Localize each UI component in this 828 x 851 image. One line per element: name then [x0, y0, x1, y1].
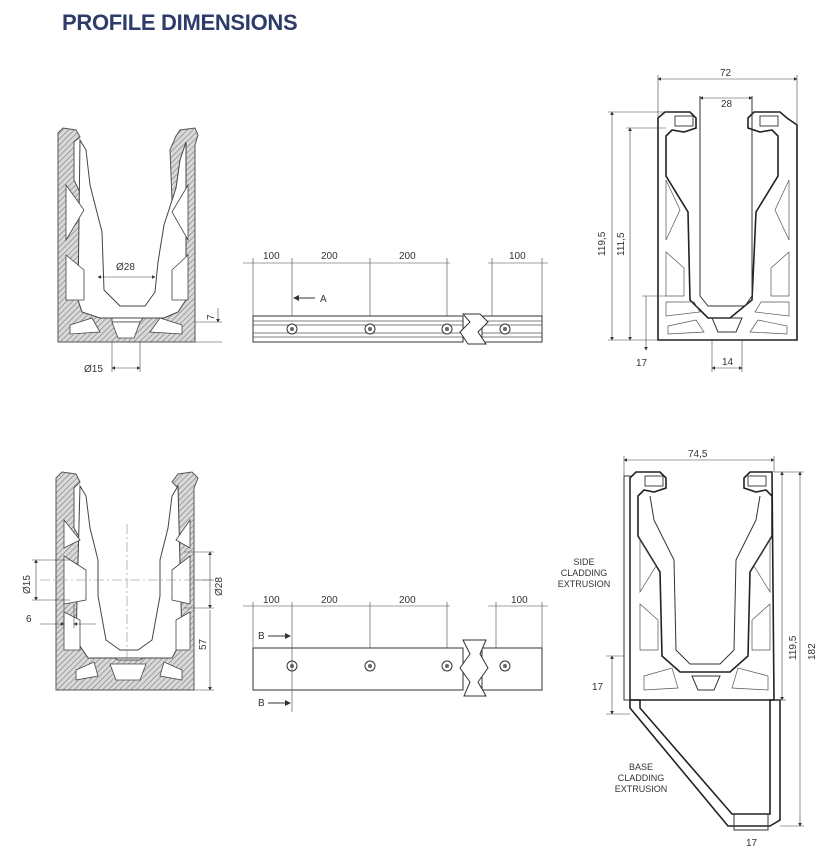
top-cross-h119: 119,5	[597, 231, 608, 256]
top-cross-section-view: 72 28 119,5 111,5 17 14	[597, 68, 798, 372]
top-dim-200-first: 200	[321, 251, 338, 262]
bottom-dim-200-first: 200	[321, 595, 338, 606]
bottom-section-h6: 6	[26, 614, 32, 625]
bottom-cross-s17: 17	[592, 682, 604, 693]
bottom-dim-100-left: 100	[263, 595, 280, 606]
bottom-dim-100-right: 100	[511, 595, 528, 606]
top-section-h7-label: 7	[206, 314, 217, 320]
top-section-d28-label: Ø28	[116, 262, 135, 273]
bottom-hole-spacing-view: 100 200 200 100 B B	[243, 595, 548, 712]
top-dim-100-left: 100	[263, 251, 280, 262]
bottom-section-mark-b-bottom: B	[258, 698, 265, 709]
side-cladding-extrusion	[623, 475, 631, 701]
top-dim-200-second: 200	[399, 251, 416, 262]
top-section-view: Ø28 Ø15 7	[57, 127, 222, 375]
bottom-section-view: Ø15 Ø28 6 57	[22, 471, 225, 691]
top-cross-outline	[657, 111, 798, 341]
bottom-cross-h119: 119,5	[788, 635, 799, 660]
base-cladding-label-2: CLADDING	[618, 773, 665, 783]
bottom-cross-w745: 74,5	[688, 449, 708, 460]
top-section-channel	[77, 138, 187, 319]
top-hole-spacing-view: 100 200 200 100 A	[243, 251, 548, 345]
top-section-mark-a: A	[320, 294, 327, 305]
bottom-dim-200-second: 200	[399, 595, 416, 606]
bottom-cross-h182: 182	[807, 643, 818, 660]
base-cladding-label-1: BASE	[629, 762, 653, 772]
side-cladding-label-1: SIDE	[573, 557, 594, 567]
bottom-cross-section-view: 74,5 119,5 182 17 17 SIDE CLADDING EXTRU…	[558, 449, 818, 849]
top-cross-b14: 14	[722, 357, 734, 368]
side-cladding-label-3: EXTRUSION	[558, 579, 611, 589]
bottom-section-d28: Ø28	[214, 577, 225, 596]
top-cross-w72: 72	[720, 68, 732, 79]
bottom-cross-outline	[629, 471, 775, 701]
base-cladding-label-3: EXTRUSION	[615, 784, 668, 794]
bottom-section-h57: 57	[198, 638, 209, 650]
bottom-cross-b17: 17	[746, 838, 758, 849]
top-cross-w28: 28	[721, 99, 733, 110]
side-cladding-label-2: CLADDING	[561, 568, 608, 578]
bottom-section-mark-b-top: B	[258, 631, 265, 642]
top-cross-h111: 111,5	[616, 232, 627, 256]
top-section-d15-label: Ø15	[84, 364, 103, 375]
bottom-section-d15: Ø15	[22, 575, 33, 594]
page-title: PROFILE DIMENSIONS	[62, 10, 298, 35]
top-cross-b17: 17	[636, 358, 648, 369]
top-dim-100-right: 100	[509, 251, 526, 262]
